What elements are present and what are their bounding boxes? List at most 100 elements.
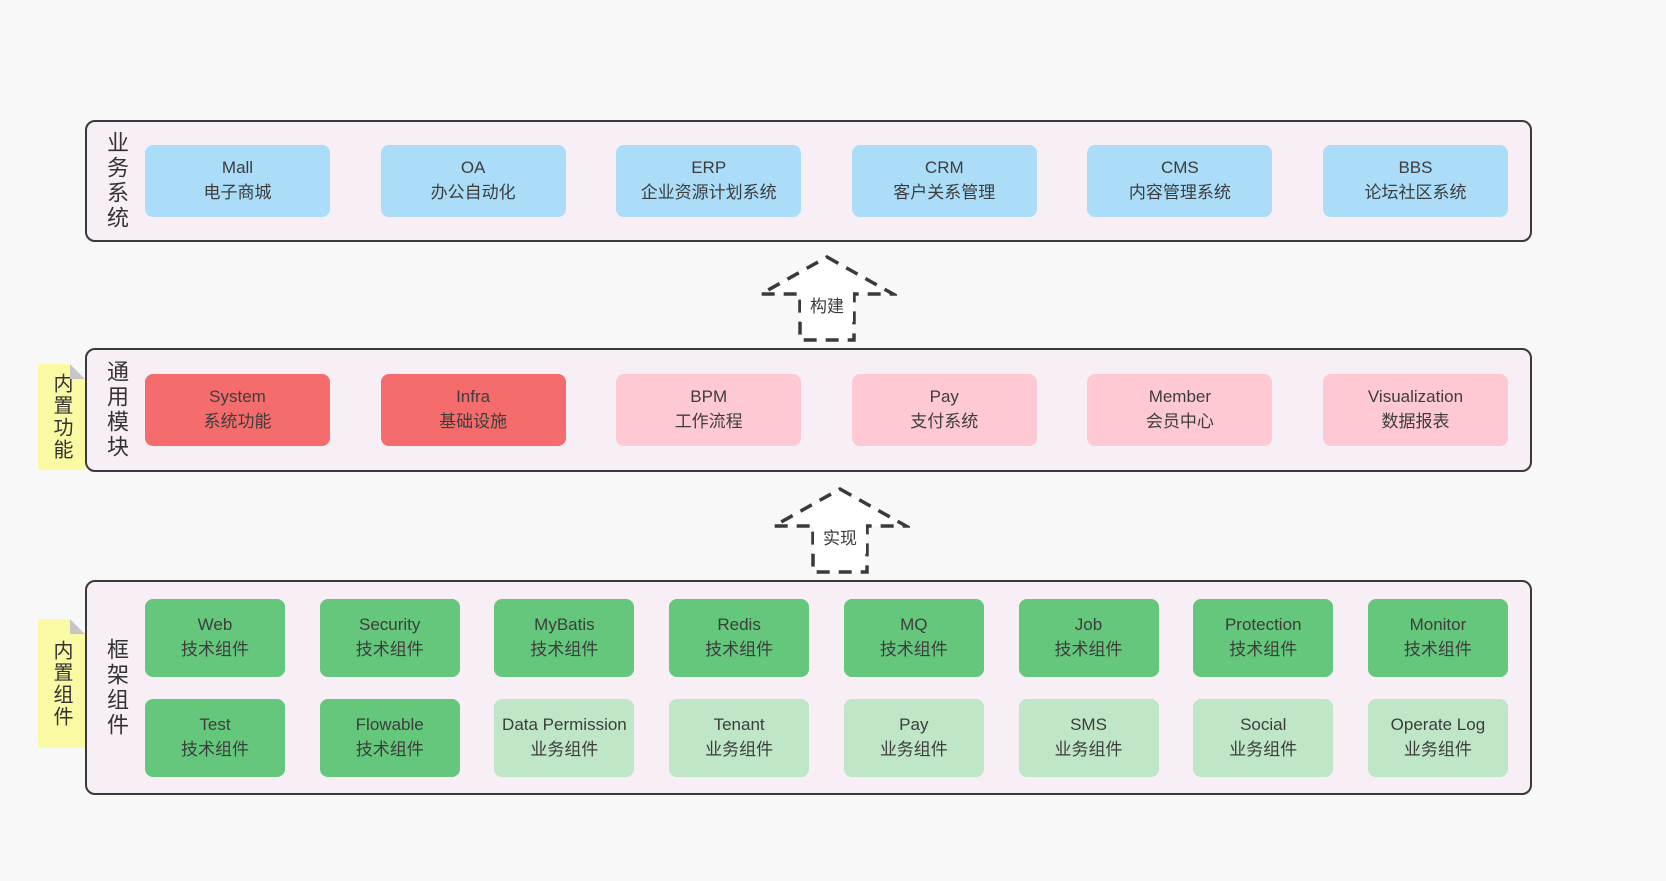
- card-subtitle: 技术组件: [530, 639, 599, 659]
- card-title: MQ: [900, 614, 928, 634]
- arrow-build-label: 构建: [810, 297, 844, 316]
- card-subtitle: 业务组件: [1403, 739, 1472, 759]
- card-subtitle: 技术组件: [879, 639, 948, 659]
- card-social: Social 业务组件: [1193, 698, 1334, 777]
- card-subtitle: 会员中心: [1145, 412, 1214, 431]
- card-sms: SMS 业务组件: [1018, 698, 1159, 777]
- card-title: ERP: [691, 158, 727, 178]
- card-title: Pay: [899, 714, 929, 734]
- card-mq: MQ 技术组件: [843, 598, 984, 677]
- sticky-note-label: 内置功能: [50, 373, 72, 461]
- card-erp: ERP 企业资源计划系统: [616, 145, 802, 217]
- card-title: System: [209, 387, 266, 407]
- card-subtitle: 技术组件: [181, 739, 249, 759]
- card-title: MyBatis: [534, 614, 595, 634]
- card-bpm: BPM 工作流程: [616, 374, 802, 446]
- card-subtitle: 企业资源计划系统: [640, 183, 777, 202]
- card-subtitle: 技术组件: [1054, 639, 1123, 659]
- card-title: Monitor: [1409, 614, 1467, 634]
- card-data-permission: Data Permission 业务组件: [494, 698, 635, 777]
- card-subtitle: 论坛社区系统: [1364, 183, 1467, 202]
- card-title: Data Permission: [502, 714, 627, 734]
- card-subtitle: 技术组件: [181, 639, 249, 659]
- card-subtitle: 业务组件: [705, 739, 774, 759]
- card-member: Member 会员中心: [1087, 374, 1273, 446]
- card-title: SMS: [1070, 714, 1107, 734]
- card-subtitle: 技术组件: [1403, 639, 1472, 659]
- card-job: Job 技术组件: [1018, 598, 1159, 677]
- card-title: BPM: [690, 387, 728, 407]
- card-mybatis: MyBatis 技术组件: [494, 598, 635, 677]
- card-oa: OA 办公自动化: [380, 145, 566, 217]
- card-title: Visualization: [1367, 387, 1464, 407]
- card-crm: CRM 客户关系管理: [851, 145, 1037, 217]
- panel-business-label: 业务系统: [104, 131, 129, 231]
- card-subtitle: 支付系统: [910, 412, 979, 431]
- card-pay-biz: Pay 业务组件: [843, 698, 984, 777]
- card-subtitle: 业务组件: [879, 739, 948, 759]
- card-title: Tenant: [713, 714, 765, 734]
- card-subtitle: 工作流程: [674, 412, 743, 431]
- module-cards-row: System 系统功能 Infra 基础设施 BPM 工作流程 Pay 支付系统…: [145, 374, 1530, 446]
- card-redis: Redis 技术组件: [669, 598, 810, 677]
- sticky-note-builtin-features: 内置功能: [38, 364, 85, 470]
- sticky-note-builtin-components: 内置组件: [38, 619, 85, 748]
- panel-framework-components: 框架组件 Web 技术组件 Security 技术组件 MyBatis 技术组件…: [85, 580, 1532, 795]
- component-row-1: Web 技术组件 Security 技术组件 MyBatis 技术组件 Redi…: [145, 598, 1508, 677]
- card-subtitle: 客户关系管理: [893, 183, 996, 202]
- card-visualization: Visualization 数据报表: [1322, 374, 1508, 446]
- component-row-2: Test 技术组件 Flowable 技术组件 Data Permission …: [145, 698, 1508, 777]
- card-title: BBS: [1398, 158, 1433, 178]
- card-monitor: Monitor 技术组件: [1367, 598, 1508, 677]
- card-title: Flowable: [355, 714, 424, 734]
- folded-corner-icon: [70, 364, 85, 379]
- card-title: Protection: [1224, 614, 1302, 634]
- card-subtitle: 业务组件: [1054, 739, 1123, 759]
- panel-common-label: 通用模块: [104, 360, 129, 460]
- card-operate-log: Operate Log 业务组件: [1367, 698, 1508, 777]
- card-title: OA: [460, 158, 486, 178]
- card-title: Mall: [221, 158, 254, 178]
- card-tenant: Tenant 业务组件: [669, 698, 810, 777]
- card-subtitle: 技术组件: [355, 639, 424, 659]
- business-cards-row: Mall 电子商城 OA 办公自动化 ERP 企业资源计划系统 CRM 客户关系…: [145, 145, 1530, 217]
- card-title: Social: [1240, 714, 1287, 734]
- card-subtitle: 数据报表: [1381, 412, 1450, 431]
- card-title: Operate Log: [1390, 714, 1486, 734]
- card-subtitle: 电子商城: [203, 183, 272, 202]
- sticky-note-label: 内置组件: [50, 639, 72, 728]
- card-title: Redis: [717, 614, 761, 634]
- card-subtitle: 技术组件: [1229, 639, 1298, 659]
- card-title: Web: [197, 614, 233, 634]
- card-subtitle: 基础设施: [439, 412, 508, 431]
- card-title: Job: [1074, 614, 1103, 634]
- panel-business-systems: 业务系统 Mall 电子商城 OA 办公自动化 ERP 企业资源计划系统 CRM…: [85, 120, 1532, 242]
- panel-common-modules: 通用模块 System 系统功能 Infra 基础设施 BPM 工作流程 Pay…: [85, 348, 1532, 472]
- card-title: CRM: [924, 158, 964, 178]
- card-title: Security: [358, 614, 421, 634]
- card-subtitle: 业务组件: [1229, 739, 1298, 759]
- card-subtitle: 系统功能: [203, 412, 272, 431]
- card-subtitle: 技术组件: [355, 739, 424, 759]
- card-title: CMS: [1160, 158, 1199, 178]
- arrow-up-implement-icon: 实现: [770, 486, 910, 574]
- card-test: Test 技术组件: [145, 698, 285, 777]
- card-title: Member: [1148, 387, 1212, 407]
- card-title: Pay: [929, 387, 959, 407]
- card-bbs: BBS 论坛社区系统: [1322, 145, 1508, 217]
- card-subtitle: 办公自动化: [430, 183, 516, 202]
- card-pay: Pay 支付系统: [851, 374, 1037, 446]
- card-protection: Protection 技术组件: [1193, 598, 1334, 677]
- arrow-up-build-icon: 构建: [757, 254, 897, 342]
- card-title: Infra: [456, 387, 491, 407]
- card-web: Web 技术组件: [145, 598, 285, 677]
- card-title: Test: [199, 714, 231, 734]
- folded-corner-icon: [70, 619, 85, 634]
- card-subtitle: 内容管理系统: [1128, 183, 1231, 202]
- card-cms: CMS 内容管理系统: [1087, 145, 1273, 217]
- panel-framework-label: 框架组件: [104, 637, 129, 738]
- card-mall: Mall 电子商城: [145, 145, 330, 217]
- card-subtitle: 技术组件: [705, 639, 774, 659]
- component-rows: Web 技术组件 Security 技术组件 MyBatis 技术组件 Redi…: [145, 598, 1530, 777]
